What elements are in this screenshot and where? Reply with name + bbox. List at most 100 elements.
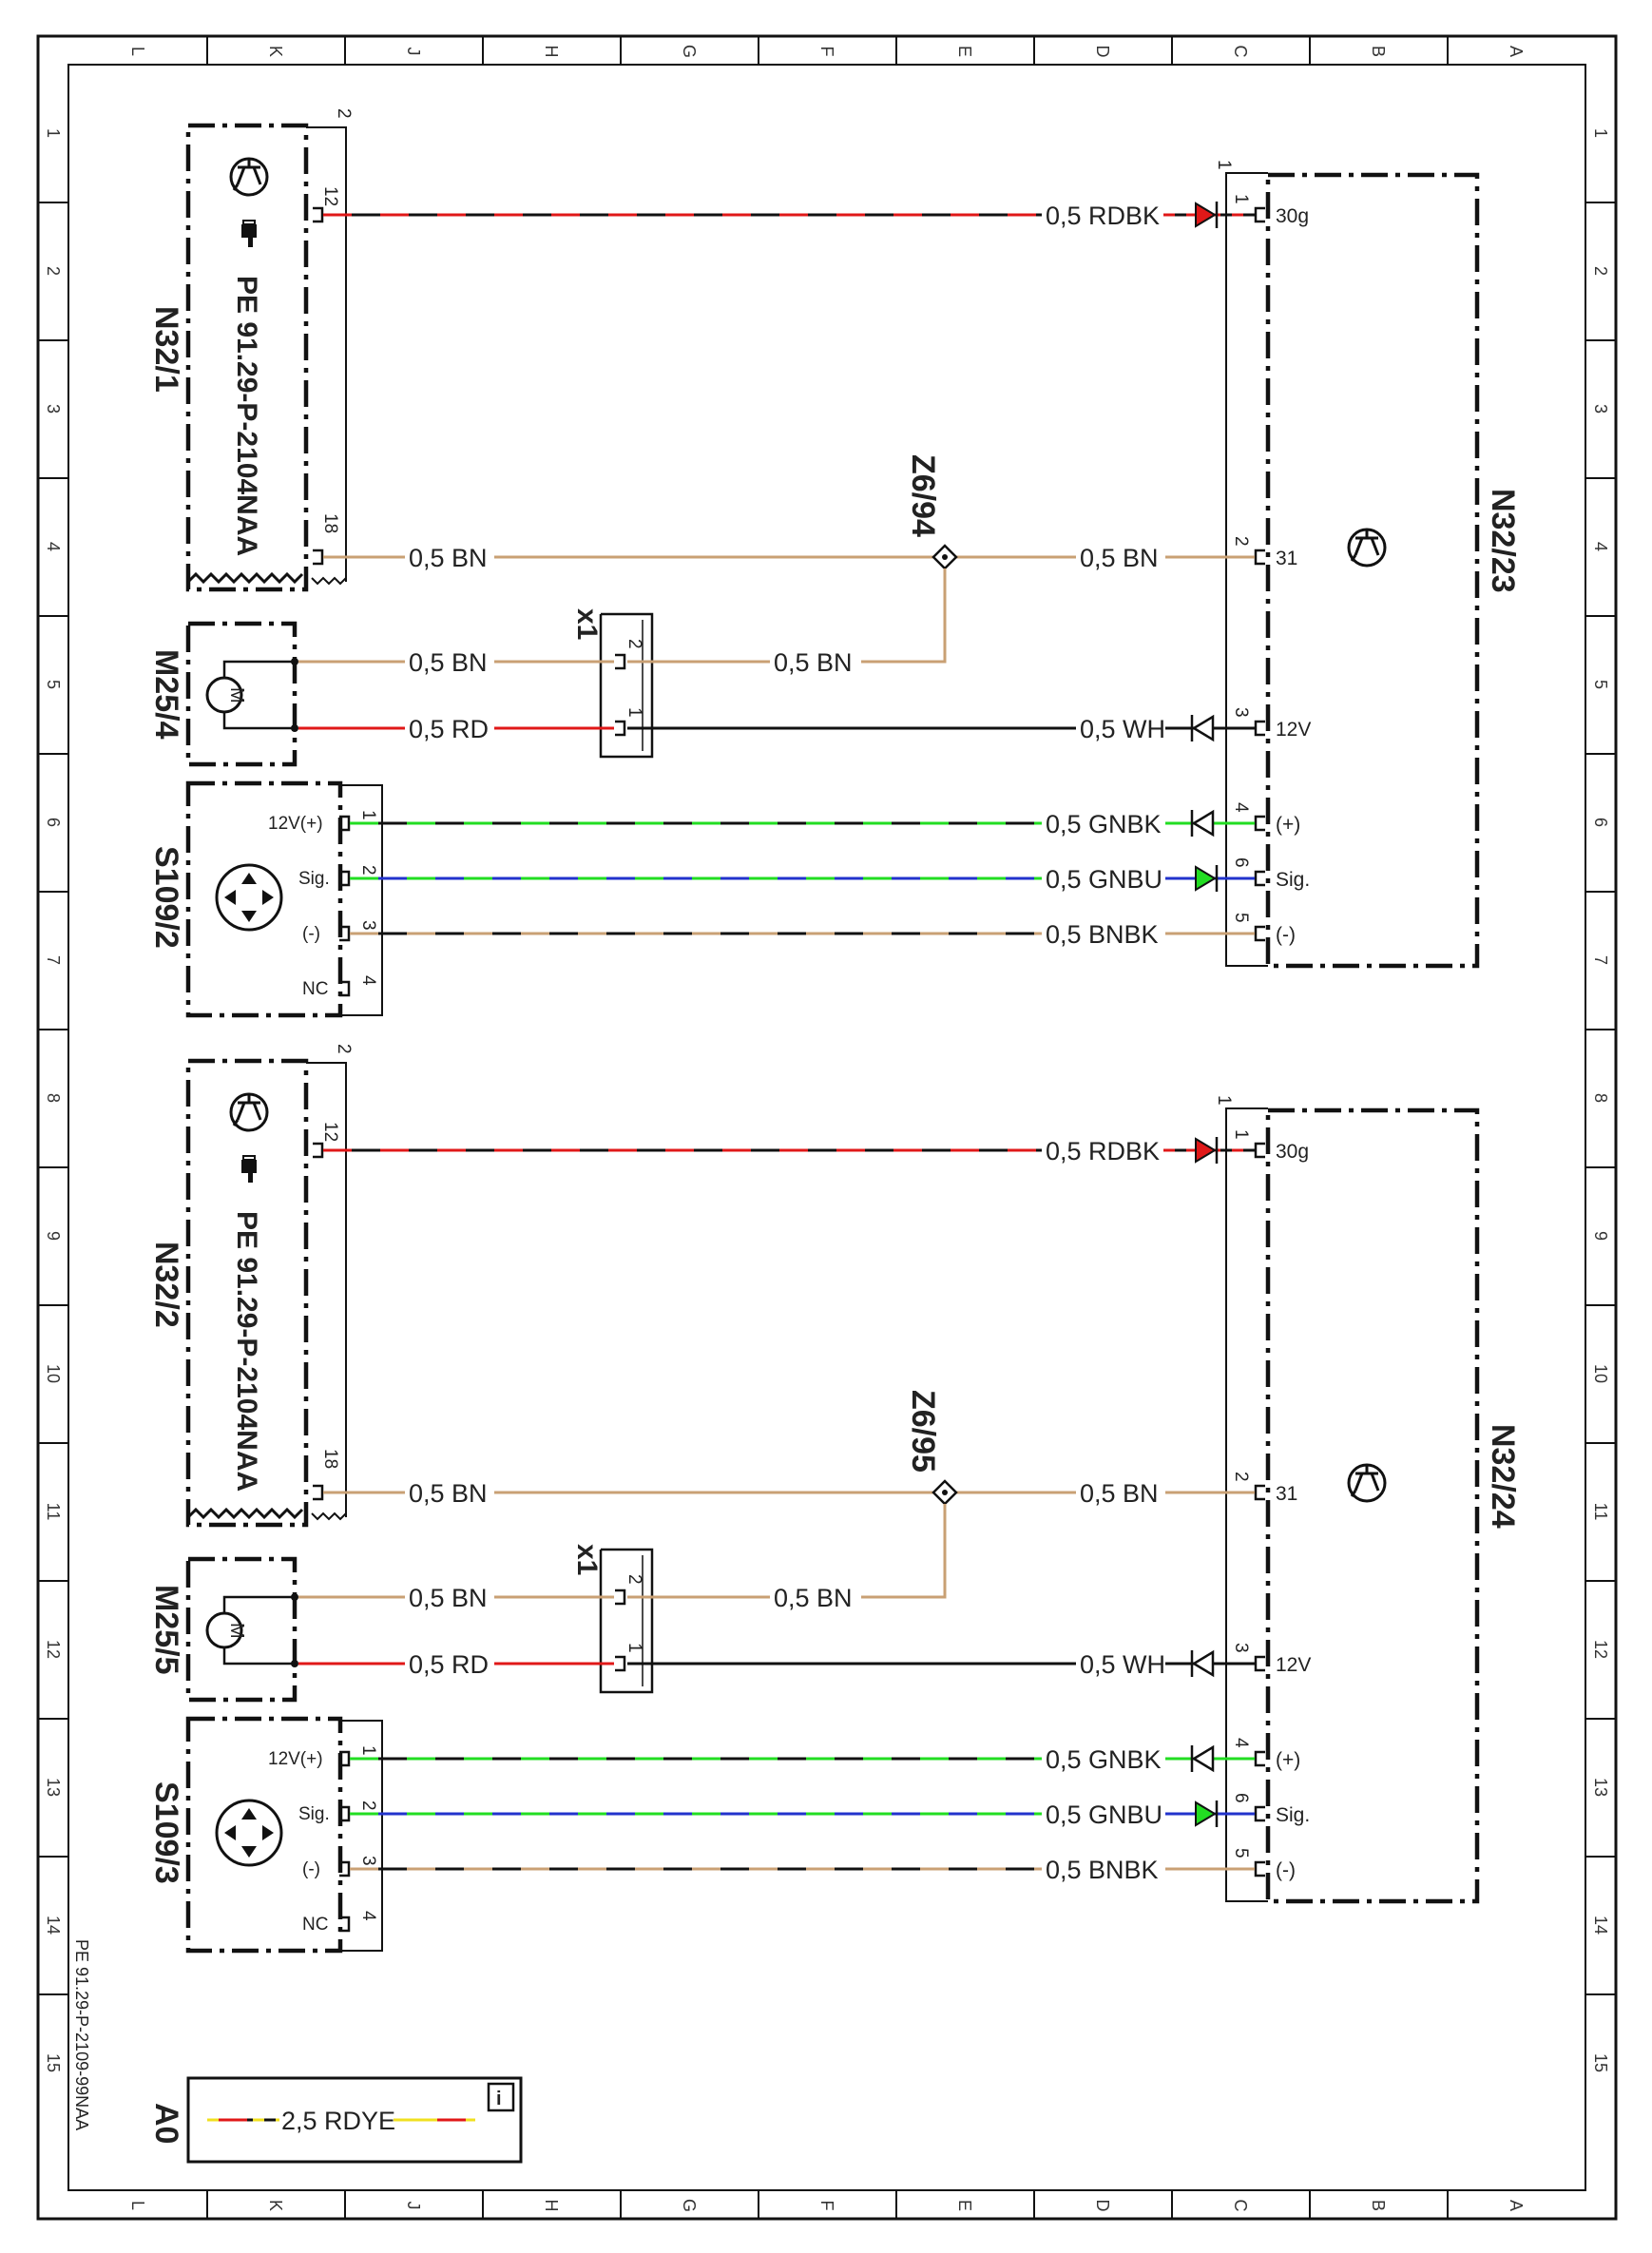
component-label-n32-2: N32/2: [148, 1242, 184, 1328]
pin-label: 12: [320, 186, 340, 206]
component-label-a0: A0: [148, 2103, 184, 2144]
row-label: 13: [44, 1778, 63, 1797]
s109-3-switch: S109/3 12V(+) Sig. (-) NC 1 2 3 4: [148, 1716, 383, 1954]
pin-label: 1: [624, 707, 644, 718]
col-label: J: [404, 48, 423, 56]
terminal-label: (-): [302, 924, 320, 944]
row-grid: 1 2 3 4 5 6 7 8 9 10 11 12 13 14 15 1 2 …: [38, 128, 1616, 2072]
connector-pin: [311, 1484, 324, 1501]
connector-pin: [1254, 815, 1267, 832]
pin-label: 3: [1231, 1643, 1251, 1653]
pin-label: 1: [1214, 1095, 1234, 1106]
hand-pointer-icon: [240, 220, 258, 248]
x1-connector: x1 2 1: [571, 608, 654, 759]
col-label: L: [128, 47, 147, 56]
component-label-x1: x1: [571, 1544, 603, 1575]
pin-label: 3: [358, 920, 378, 931]
wire-rdbk: 0,5 RDBK: [323, 202, 1255, 230]
component-label-z6-95: Z6/95: [905, 1390, 941, 1473]
wire-bn-ground: 0,5 BN 0,5 BN Z6/95 0,5 BN 0,5 BN: [298, 1390, 1255, 1612]
connector-pin: [1254, 1484, 1267, 1501]
col-label: E: [955, 2200, 974, 2211]
col-label: H: [542, 46, 561, 58]
terminal-label: 12V: [1276, 1654, 1311, 1676]
pin-label: 6: [1231, 857, 1251, 868]
terminal-label: NC: [302, 1915, 328, 1935]
row-label: 1: [1591, 128, 1610, 138]
wire-label: 0,5 GNBU: [1046, 1800, 1162, 1829]
row-label: 8: [1591, 1093, 1610, 1103]
row-label: 14: [44, 1916, 63, 1935]
col-label: L: [128, 2201, 147, 2210]
terminal-label: Sig.: [1276, 869, 1310, 891]
wire-label: 0,5 WH: [1080, 715, 1165, 743]
wire-label: 0,5 BN: [1080, 1479, 1159, 1508]
wire-label: 0,5 RD: [409, 1650, 489, 1679]
wire-label: 0,5 BN: [774, 1584, 853, 1612]
ground-icon: [229, 1092, 269, 1132]
wire-bnbk: 0,5 BNBK: [350, 1856, 1255, 1884]
wire-label: 0,5 GNBU: [1046, 865, 1162, 894]
hand-pointer-icon: [240, 1155, 258, 1184]
row-label: 5: [44, 680, 63, 689]
row-label: 12: [1591, 1640, 1610, 1659]
terminal-label: 12V(+): [268, 814, 323, 834]
connector-pin: [1254, 1860, 1267, 1878]
terminal-label: (+): [1276, 1749, 1300, 1771]
col-label: C: [1231, 46, 1250, 58]
row-label: 11: [1591, 1503, 1610, 1521]
row-label: 10: [1591, 1364, 1610, 1383]
pin-label: 4: [358, 1911, 378, 1921]
wire-rd-wh: 0,5 RD 0,5 WH: [298, 714, 1255, 743]
row-label: 7: [1591, 955, 1610, 965]
connector-pin: [613, 720, 626, 737]
col-label: J: [404, 2202, 423, 2210]
component-label-n32-24: N32/24: [1485, 1424, 1521, 1529]
s109-2-switch: S109/2 12V(+) Sig. (-) NC 1 2 3 4: [148, 780, 383, 1018]
connector-pin: [613, 1655, 626, 1672]
wire-label: 0,5 BNBK: [1046, 920, 1159, 949]
row-label: 15: [44, 2053, 63, 2072]
col-label: C: [1231, 2200, 1250, 2212]
terminal-label: (-): [1276, 1859, 1296, 1881]
pin-label: 1: [358, 810, 378, 820]
connector-pin: [613, 653, 626, 670]
connector-pin: [1254, 925, 1267, 942]
column-grid: L K J H G F E D C B A L K J H G F E D C …: [128, 36, 1526, 2219]
pin-label: 2: [624, 1574, 644, 1585]
lower-circuit: 2 PE 91.29-P-2104NAA N32/2 12 18 M M25/5…: [148, 1044, 1521, 1954]
terminal-label: (+): [1276, 814, 1300, 836]
row-label: 15: [1591, 2053, 1610, 2072]
connector-pin: [1254, 206, 1267, 223]
connector-pin: [1254, 870, 1267, 887]
m25-5-motor: M M25/5: [148, 1556, 298, 1703]
row-label: 5: [1591, 680, 1610, 689]
terminal-label: Sig.: [298, 869, 330, 889]
connector-pin: [1254, 1655, 1267, 1672]
col-label: D: [1093, 2200, 1112, 2212]
document-code: PE 91.29-P-2109-99NAA: [72, 1939, 91, 2130]
pin-label: 2: [358, 865, 378, 876]
connector-pin: [311, 549, 324, 566]
wire-label: 0,5 RDBK: [1046, 1137, 1160, 1165]
row-label: 3: [44, 404, 63, 414]
row-label: 2: [44, 266, 63, 276]
pin-label: 5: [1231, 913, 1251, 923]
pin-label: 18: [320, 1449, 340, 1469]
wire-rdbk: 0,5 RDBK: [323, 1137, 1255, 1165]
component-label-m25-4: M25/4: [148, 649, 184, 740]
col-label: B: [1369, 2200, 1388, 2211]
row-label: 13: [1591, 1778, 1610, 1797]
pin-label: 5: [1231, 1848, 1251, 1858]
connector-pin: [613, 1589, 626, 1606]
pin-label: 1: [1231, 1129, 1251, 1140]
col-label: B: [1369, 46, 1388, 57]
pin-label: 2: [624, 639, 644, 649]
connector-pin: [1254, 1750, 1267, 1767]
connector-pin: [1254, 1805, 1267, 1822]
a0-legend: A0 i 2,5 RDYE: [148, 2076, 523, 2164]
drawing-frame: [36, 34, 1618, 2221]
terminal-label: (-): [302, 1859, 320, 1879]
wire-gnbk: 0,5 GNBK: [350, 809, 1255, 838]
n32-2-module: 2 PE 91.29-P-2104NAA N32/2 12 18: [148, 1044, 354, 1528]
